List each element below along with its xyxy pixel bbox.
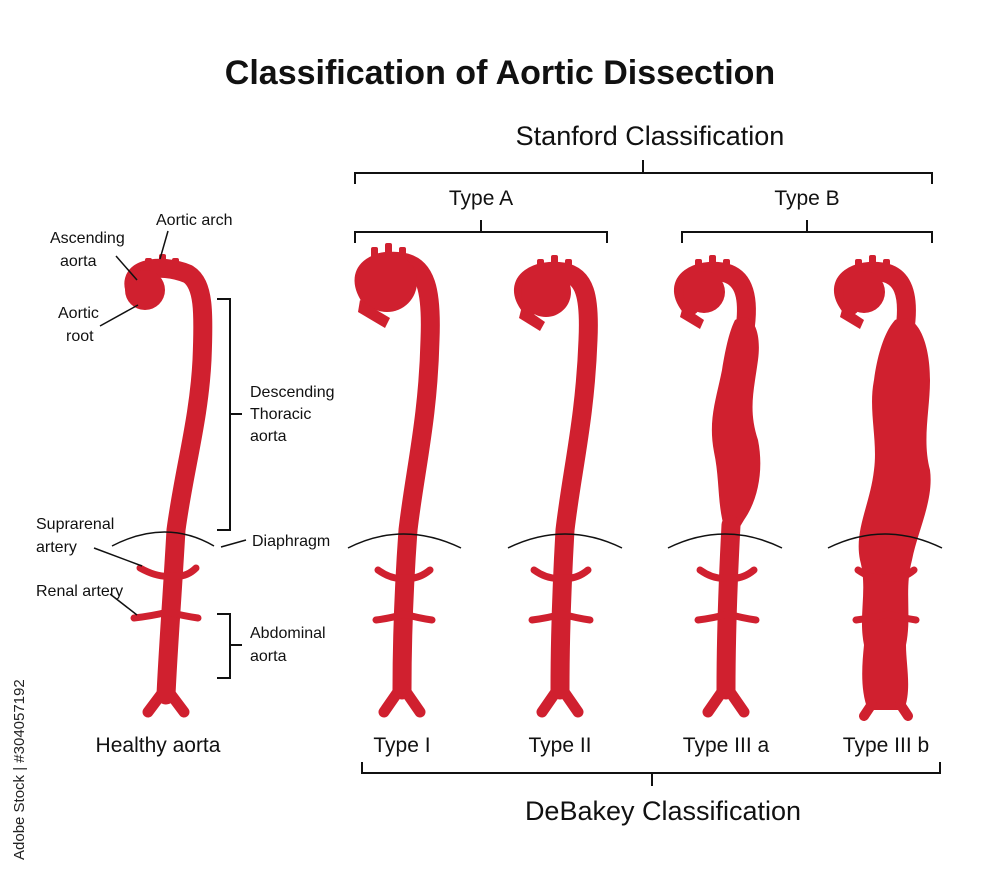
healthy-renal-arteries xyxy=(130,608,202,622)
type-iiia-root-lip xyxy=(680,306,704,329)
type-iiib-renal-arteries xyxy=(852,610,920,624)
label-aortic-root-line1: Aortic xyxy=(58,305,99,322)
type-iiia-dilated-descending xyxy=(711,317,761,530)
type-b-bracket xyxy=(681,220,933,243)
type-iiia-arch-branch-2 xyxy=(709,255,716,269)
bracket-descending-thoracic xyxy=(217,298,242,531)
type-i-suprarenal-arteries xyxy=(374,566,434,582)
type-iiib-arch-branch-2 xyxy=(869,255,876,269)
type-ii-arch-branch-2 xyxy=(551,255,558,269)
pointer-aortic-root xyxy=(99,304,139,327)
debakey-type-iiia-label: Type III a xyxy=(683,734,770,757)
type-i-root-lip xyxy=(358,300,390,328)
label-abdominal-line2: aorta xyxy=(250,648,287,665)
type-ii-iliac-arteries xyxy=(536,680,584,718)
type-iiib-root-lip xyxy=(840,306,864,329)
type-a-bracket xyxy=(354,220,608,243)
label-aortic-root-line2: root xyxy=(66,328,94,345)
healthy-suprarenal-arteries xyxy=(136,564,200,580)
main-title: Classification of Aortic Dissection xyxy=(225,54,775,92)
stanford-heading: Stanford Classification xyxy=(516,121,785,151)
pointer-suprarenal-artery xyxy=(93,547,143,567)
healthy-aorta-figure xyxy=(111,254,215,718)
stanford-type-a-label: Type A xyxy=(449,187,513,210)
type-i-iliac-arteries xyxy=(378,680,426,718)
label-diaphragm: Diaphragm xyxy=(252,533,330,550)
debakey-type-i-label: Type I xyxy=(373,734,430,757)
type-ii-renal-arteries xyxy=(528,610,594,624)
type-i-aorta-figure xyxy=(347,243,462,718)
label-abdominal-line1: Abdominal xyxy=(250,625,326,642)
label-descending-line2: Thoracic xyxy=(250,406,311,423)
type-iiib-arch-branch-1 xyxy=(855,259,862,270)
type-i-renal-arteries xyxy=(372,610,436,624)
type-ii-dilated-root xyxy=(521,267,571,317)
stock-watermark: Adobe Stock | #304057192 xyxy=(11,679,28,860)
pointer-ascending-aorta xyxy=(115,255,138,281)
type-iiia-arch-branch-1 xyxy=(695,259,702,270)
type-iiib-iliac-arteries xyxy=(859,699,913,721)
type-ii-suprarenal-arteries xyxy=(530,566,592,582)
type-iiia-iliac-arteries xyxy=(702,680,750,718)
stanford-bracket xyxy=(354,160,933,184)
pointer-aortic-arch xyxy=(159,230,169,260)
type-iiia-aorta-figure xyxy=(667,255,783,718)
label-suprarenal-line2: artery xyxy=(36,539,77,556)
type-iiib-diaphragm-arc xyxy=(827,533,943,549)
type-i-arch-branch-3 xyxy=(399,247,406,259)
type-i-dilated-root xyxy=(357,252,417,312)
type-iiib-dilated-descending-abdominal xyxy=(858,318,931,710)
type-iiib-aortic-root xyxy=(843,271,885,313)
bracket-abdominal-aorta xyxy=(217,613,242,679)
type-ii-root-lip xyxy=(519,306,545,331)
type-ii-aorta-figure xyxy=(507,255,623,718)
healthy-diaphragm-arc xyxy=(111,531,215,547)
healthy-arch-branch-1 xyxy=(145,258,152,269)
type-iiia-suprarenal-arteries xyxy=(696,566,758,582)
type-iiia-abdominal xyxy=(716,515,741,700)
type-iiia-renal-arteries xyxy=(694,610,760,624)
label-ascending-aorta-line1: Ascending xyxy=(50,230,125,247)
debakey-bracket xyxy=(361,762,941,786)
type-iiib-suprarenal-arteries xyxy=(854,566,918,582)
label-descending-line1: Descending xyxy=(250,384,335,401)
healthy-arch-branch-3 xyxy=(172,258,179,270)
healthy-aorta-caption: Healthy aorta xyxy=(96,734,221,757)
pointer-diaphragm xyxy=(220,539,247,548)
type-i-diaphragm-arc xyxy=(347,533,462,549)
debakey-heading: DeBakey Classification xyxy=(525,796,801,826)
type-iiia-aortic-root xyxy=(683,271,725,313)
label-aortic-arch: Aortic arch xyxy=(156,212,232,229)
healthy-aorta-body xyxy=(124,258,213,705)
label-descending-line3: aorta xyxy=(250,428,287,445)
type-ii-diaphragm-arc xyxy=(507,533,623,549)
type-iiia-arch-branch-3 xyxy=(723,259,730,271)
debakey-type-ii-label: Type II xyxy=(528,734,591,757)
type-ii-arch-branch-3 xyxy=(565,259,572,271)
type-iiib-arch-branch-3 xyxy=(883,259,890,271)
type-iiia-diaphragm-arc xyxy=(667,533,783,549)
healthy-aortic-root xyxy=(125,270,165,310)
label-ascending-aorta-line2: aorta xyxy=(60,253,97,270)
label-renal-artery: Renal artery xyxy=(36,583,123,600)
type-i-arch-branch-2 xyxy=(385,243,392,257)
healthy-iliac-arteries xyxy=(142,682,190,718)
stanford-type-b-label: Type B xyxy=(774,187,839,210)
type-ii-arch-branch-1 xyxy=(537,259,544,270)
label-suprarenal-line1: Suprarenal xyxy=(36,516,114,533)
type-i-aorta-body xyxy=(354,251,440,700)
type-ii-aorta-body xyxy=(514,261,598,700)
pointer-renal-artery xyxy=(109,593,138,616)
type-i-arch-branch-1 xyxy=(371,247,378,258)
debakey-type-iiib-label: Type III b xyxy=(843,734,929,757)
type-iiib-aorta-figure xyxy=(827,255,943,721)
